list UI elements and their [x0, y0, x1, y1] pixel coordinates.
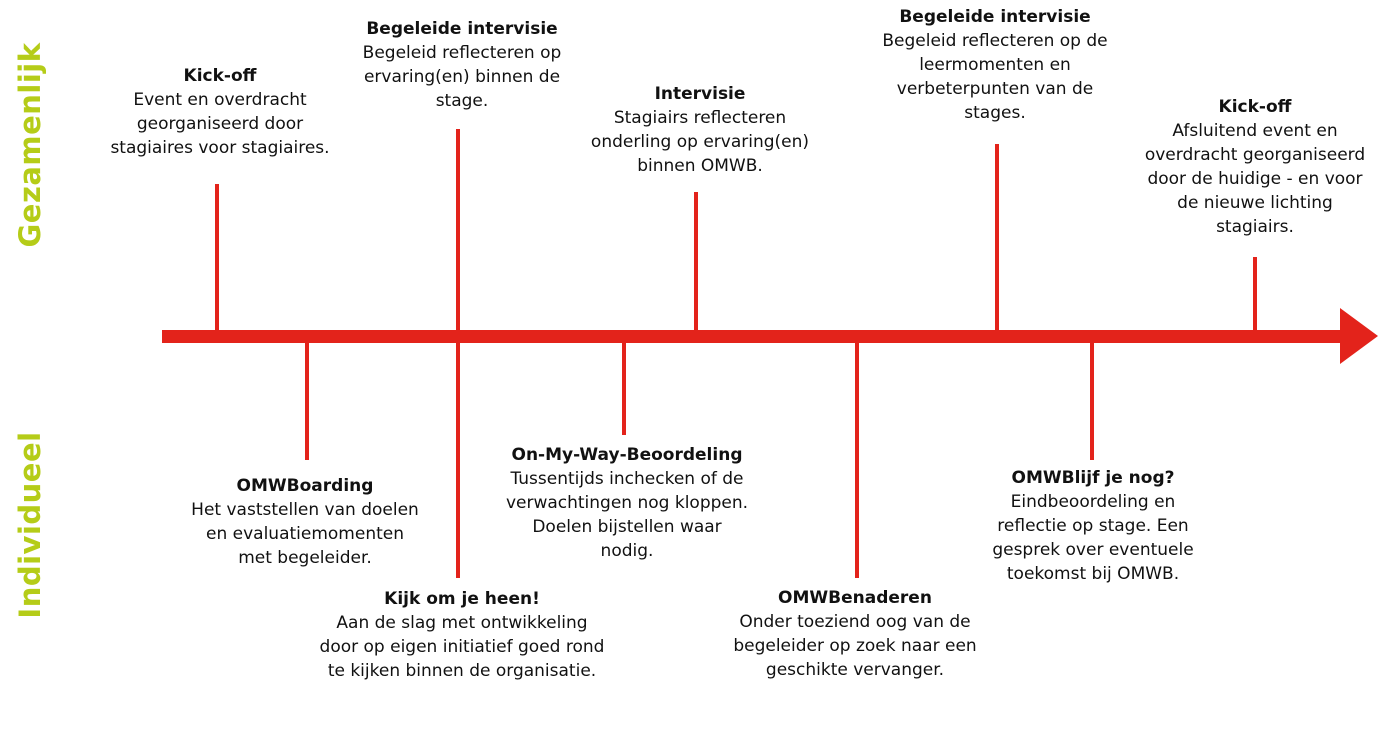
event-top-kick-off: Kick-off Event en overdracht georganisee… — [90, 64, 350, 160]
event-top-kick-off-closing: Kick-off Afsluitend event en overdracht … — [1120, 95, 1388, 239]
event-bottom-omwblijf-je-nog: OMWBlijf je nog? Eindbeoordeling en refl… — [958, 466, 1228, 586]
event-title: Intervisie — [654, 84, 746, 104]
event-description: Stagiairs reflecteren onderling op ervar… — [590, 108, 810, 176]
connector-top-1 — [215, 184, 219, 330]
event-top-begeleide-intervisie-1: Begeleide intervisie Begeleid reflectere… — [332, 17, 592, 113]
event-bottom-omwboarding: OMWBoarding Het vaststellen van doelen e… — [170, 474, 440, 570]
connector-top-5 — [1253, 257, 1257, 330]
event-title: OMWBenaderen — [778, 588, 932, 608]
connector-top-3 — [694, 192, 698, 330]
event-description: Het vaststellen van doelen en evaluatiem… — [191, 500, 419, 568]
event-description: Tussentijds inchecken of de verwachtinge… — [505, 469, 749, 561]
connector-bottom-2 — [456, 343, 460, 578]
event-bottom-omwbenaderen: OMWBenaderen Onder toeziend oog van de b… — [705, 586, 1005, 682]
timeline-arrowhead — [1340, 308, 1378, 364]
event-title: Kick-off — [183, 66, 257, 86]
event-description: Afsluitend event en overdracht georganis… — [1144, 121, 1366, 237]
event-top-begeleide-intervisie-2: Begeleide intervisie Begeleid reflectere… — [860, 5, 1130, 125]
event-title: Kick-off — [1218, 97, 1292, 117]
event-title: Begeleide intervisie — [366, 19, 558, 39]
timeline-axis — [162, 330, 1347, 343]
event-description: Begeleid reflecteren op ervaring(en) bin… — [362, 43, 562, 111]
event-title: Begeleide intervisie — [899, 7, 1091, 27]
event-description: Aan de slag met ontwikkeling door op eig… — [319, 613, 605, 681]
connector-bottom-4 — [855, 343, 859, 578]
event-bottom-on-my-way-beoordeling: On-My-Way-Beoordeling Tussentijds inchec… — [482, 443, 772, 563]
event-title: Kijk om je heen! — [384, 589, 540, 609]
event-title: On-My-Way-Beoordeling — [511, 445, 743, 465]
event-description: Begeleid reflecteren op de leermomenten … — [882, 31, 1108, 123]
connector-bottom-5 — [1090, 343, 1094, 460]
event-description: Onder toeziend oog van de begeleider op … — [733, 612, 977, 680]
connector-top-2 — [456, 129, 460, 330]
event-description: Eindbeoordeling en reflectie op stage. E… — [992, 492, 1194, 584]
connector-bottom-3 — [622, 343, 626, 435]
event-top-intervisie: Intervisie Stagiairs reflecteren onderli… — [565, 82, 835, 178]
event-title: OMWBlijf je nog? — [1011, 468, 1175, 488]
event-description: Event en overdracht georganiseerd door s… — [110, 90, 330, 158]
event-title: OMWBoarding — [236, 476, 374, 496]
connector-bottom-1 — [305, 343, 309, 460]
event-bottom-kijk-om-je-heen: Kijk om je heen! Aan de slag met ontwikk… — [292, 587, 632, 683]
connector-top-4 — [995, 144, 999, 330]
